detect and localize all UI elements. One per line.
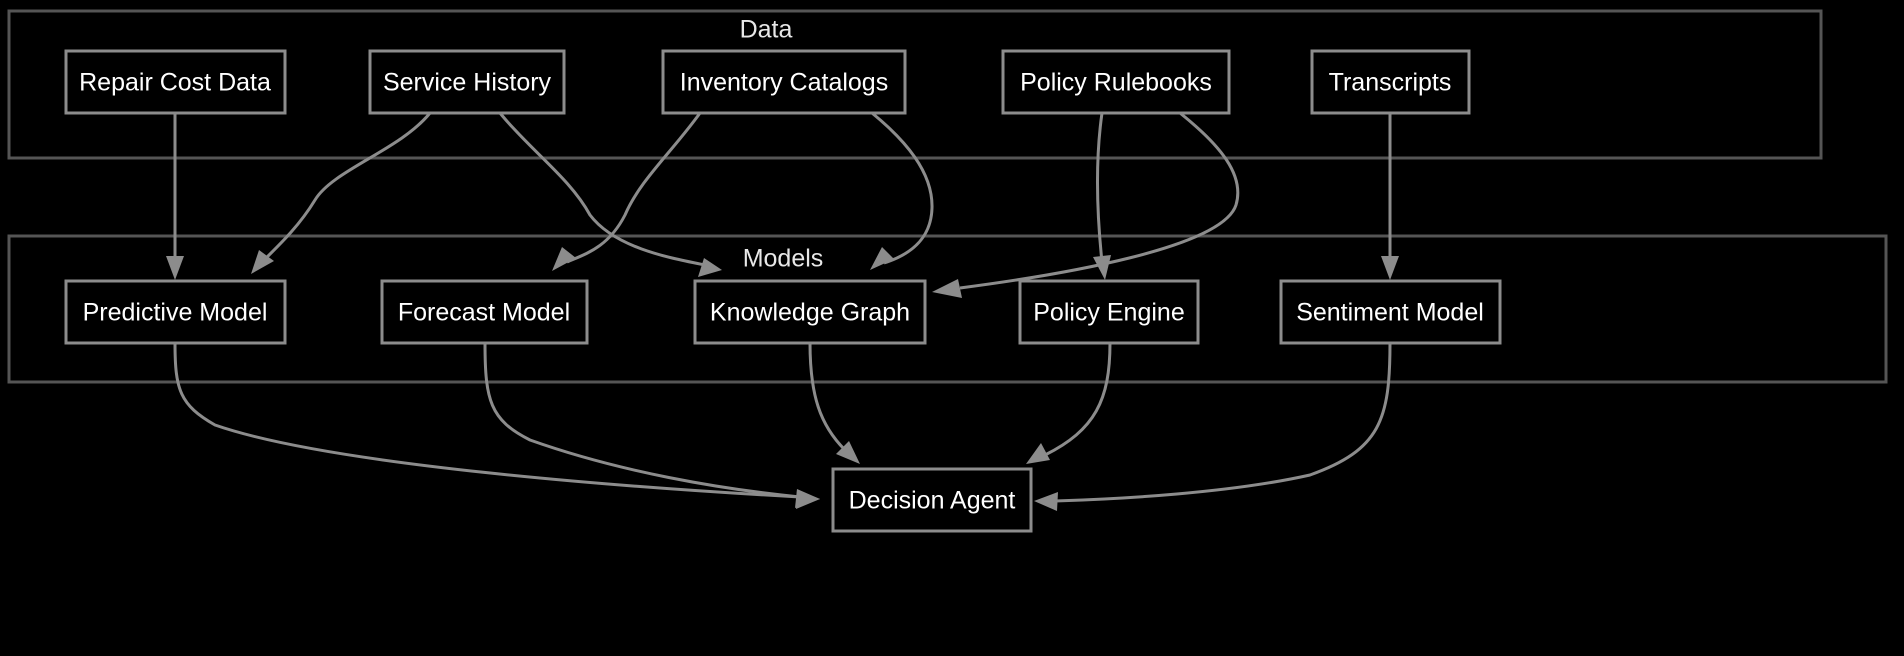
edge-inventory-catalogs-to-knowledge-graph <box>870 111 934 270</box>
node-service-history-label: Service History <box>383 69 552 97</box>
edge-predictive-model-to-decision-agent <box>173 342 820 508</box>
node-sentiment-model[interactable]: Sentiment Model <box>1279 279 1502 345</box>
node-forecast-model[interactable]: Forecast Model <box>380 279 589 345</box>
cluster-data-label: Data <box>740 16 793 44</box>
node-policy-rulebooks-rect[interactable] <box>1001 49 1231 115</box>
edge-forecast-model-to-decision-agent <box>483 342 820 509</box>
node-inventory-catalogs[interactable]: Inventory Catalogs <box>661 49 907 115</box>
edge-policy-engine-to-decision-agent <box>1026 342 1112 464</box>
edge-sentiment-model-to-decision-agent <box>1034 342 1392 511</box>
edge-inventory-catalogs-to-forecast-model <box>552 112 702 271</box>
node-policy-engine-label: Policy Engine <box>1033 299 1184 327</box>
edge-knowledge-graph-to-decision-agent <box>808 342 860 464</box>
node-decision-agent-label: Decision Agent <box>849 487 1016 515</box>
node-transcripts-rect[interactable] <box>1310 49 1471 115</box>
node-decision-agent-rect[interactable] <box>831 467 1033 533</box>
node-service-history-rect[interactable] <box>368 49 566 115</box>
node-forecast-model-label: Forecast Model <box>398 299 570 327</box>
node-repair-cost-data[interactable]: Repair Cost Data <box>64 49 287 115</box>
edge-transcripts-to-sentiment-model <box>1381 113 1399 280</box>
node-knowledge-graph[interactable]: Knowledge Graph <box>693 279 927 345</box>
cluster-models-rect <box>7 234 1888 384</box>
node-policy-engine-rect[interactable] <box>1018 279 1200 345</box>
node-service-history[interactable]: Service History <box>368 49 566 115</box>
node-policy-rulebooks[interactable]: Policy Rulebooks <box>1001 49 1231 115</box>
node-sentiment-model-label: Sentiment Model <box>1296 299 1484 327</box>
cluster-models-label: Models <box>743 245 824 273</box>
node-predictive-model[interactable]: Predictive Model <box>64 279 287 345</box>
node-inventory-catalogs-rect[interactable] <box>661 49 907 115</box>
node-predictive-model-label: Predictive Model <box>83 299 268 327</box>
node-knowledge-graph-label: Knowledge Graph <box>710 299 910 327</box>
edge-policy-rulebooks-to-knowledge-graph <box>932 111 1240 298</box>
node-sentiment-model-rect[interactable] <box>1279 279 1502 345</box>
node-repair-cost-data-label: Repair Cost Data <box>79 69 271 97</box>
node-transcripts-label: Transcripts <box>1329 69 1452 97</box>
node-knowledge-graph-rect[interactable] <box>693 279 927 345</box>
edge-service-history-to-knowledge-graph <box>498 112 722 277</box>
edge-repair-cost-data-to-predictive-model <box>166 113 184 280</box>
node-transcripts[interactable]: Transcripts <box>1310 49 1471 115</box>
node-decision-agent[interactable]: Decision Agent <box>831 467 1033 533</box>
cluster-models: Models <box>7 234 1888 384</box>
node-inventory-catalogs-label: Inventory Catalogs <box>680 69 888 97</box>
edge-policy-rulebooks-to-policy-engine <box>1093 112 1111 280</box>
node-policy-engine[interactable]: Policy Engine <box>1018 279 1200 345</box>
node-forecast-model-rect[interactable] <box>380 279 589 345</box>
node-repair-cost-data-rect[interactable] <box>64 49 287 115</box>
node-policy-rulebooks-label: Policy Rulebooks <box>1020 69 1212 97</box>
node-predictive-model-rect[interactable] <box>64 279 287 345</box>
edge-service-history-to-predictive-model <box>251 112 432 274</box>
